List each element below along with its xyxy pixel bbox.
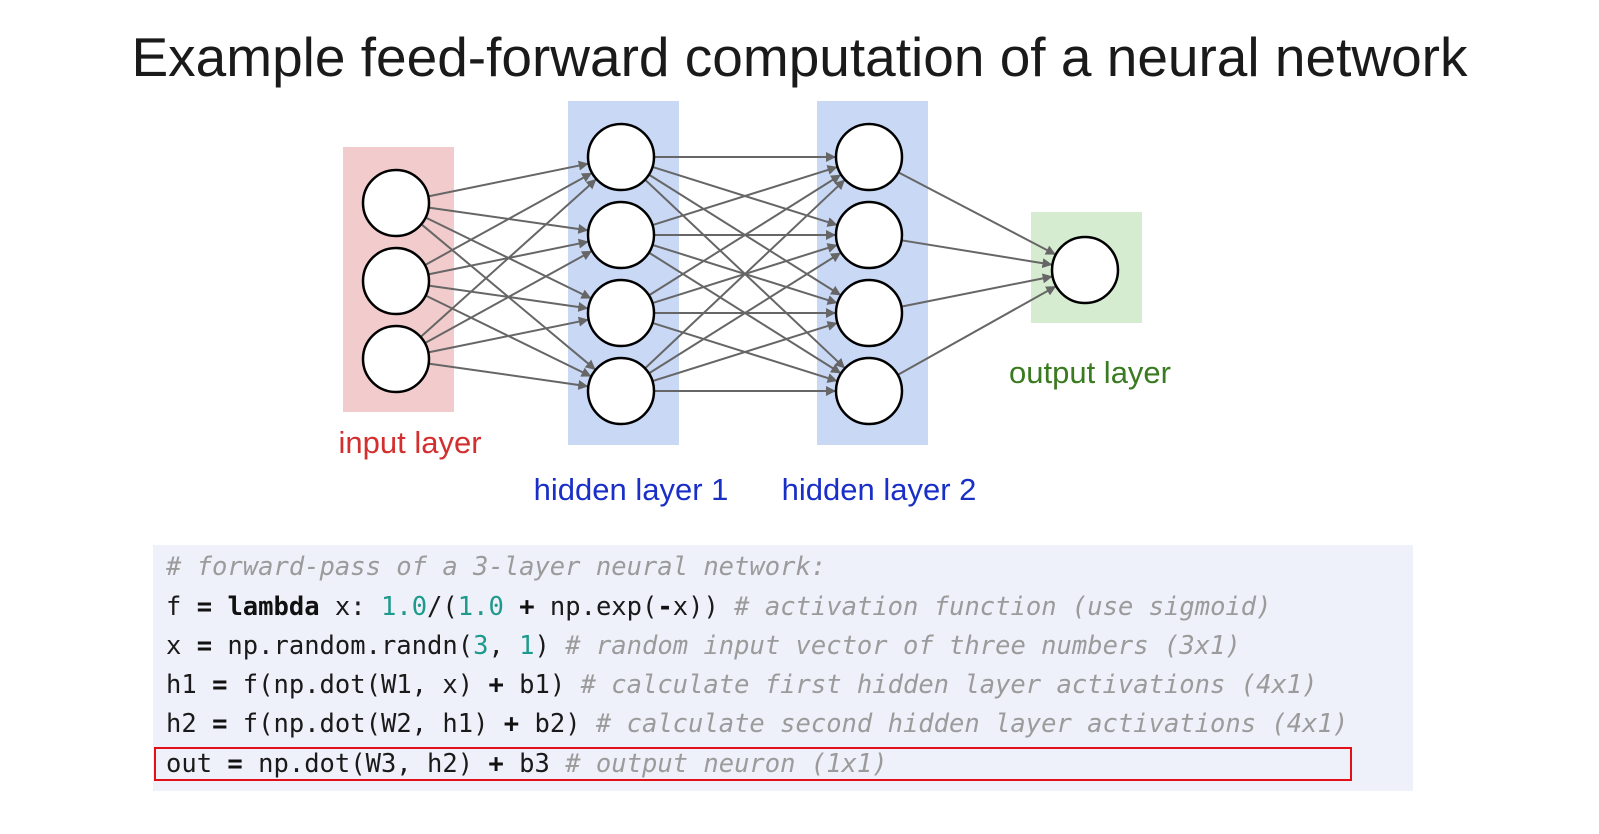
- code-operator: +: [488, 749, 504, 779]
- highlight-box: [154, 747, 1352, 781]
- connection-arrow: [901, 239, 1053, 269]
- hidden-layer-2-label: hidden layer 2: [782, 472, 977, 507]
- connection-arrow: [901, 273, 1053, 308]
- code-token: /(: [427, 592, 458, 622]
- code-comment: # random input vector of three numbers (…: [565, 631, 1241, 661]
- neuron-node: [586, 278, 656, 348]
- connection-arrow: [424, 172, 593, 266]
- code-token: np.exp(: [534, 592, 658, 622]
- connection-arrow: [428, 316, 589, 354]
- code-token: x:: [319, 592, 381, 622]
- output-layer-label: output layer: [1009, 355, 1171, 390]
- code-token: b2): [519, 709, 596, 739]
- connection-arrow: [648, 252, 842, 375]
- code-comment: # calculate first hidden layer activatio…: [580, 670, 1318, 700]
- neuron-node: [586, 200, 656, 270]
- neuron-node: [361, 324, 431, 394]
- neuron-node: [834, 200, 904, 270]
- neuron-node: [834, 356, 904, 426]
- code-number: 1.0: [457, 592, 504, 622]
- code-token: ): [534, 631, 566, 661]
- neuron-node: [1050, 235, 1120, 305]
- connection-arrow: [428, 362, 589, 390]
- code-token: f: [166, 592, 182, 622]
- code-line-6: out = np.dot(W3, h2) + b3 # output neuro…: [166, 748, 888, 780]
- neuron-node: [586, 122, 656, 192]
- code-line-5: h2 = f(np.dot(W2, h1) + b2) # calculate …: [166, 708, 1348, 740]
- code-comment: # output neuron (1x1): [565, 749, 888, 779]
- code-operator: -: [657, 592, 673, 622]
- code-operator: =: [196, 631, 213, 661]
- code-block: # forward-pass of a 3-layer neural netwo…: [153, 545, 1413, 791]
- slide-title: Example feed-forward computation of a ne…: [131, 26, 1468, 88]
- code-comment: # calculate second hidden layer activati…: [595, 709, 1349, 739]
- connection-arrow: [419, 178, 597, 338]
- code-operator: =: [212, 670, 228, 700]
- connection-arrow: [897, 171, 1056, 256]
- code-operator: +: [519, 592, 535, 622]
- code-number: 1.0: [380, 592, 428, 622]
- code-token: np.dot(W3, h2): [242, 749, 489, 779]
- neuron-node: [586, 356, 656, 426]
- code-line-3: x = np.random.randn(3, 1) # random input…: [166, 630, 1241, 662]
- code-token: ,: [488, 631, 520, 661]
- code-comment: # activation function (use sigmoid): [734, 592, 1272, 622]
- neural-network-diagram: input layer hidden layer 1 hidden layer 2 o…: [338, 101, 1171, 507]
- code-line-2: f = lambda x: 1.0/(1.0 + np.exp(-x)) # a…: [166, 591, 1272, 623]
- connection-arrow: [644, 179, 846, 370]
- neuron-node: [834, 122, 904, 192]
- code-token: f(np.dot(W1, x): [227, 670, 489, 700]
- code-token: f(np.dot(W2, h1): [227, 709, 504, 739]
- neuron-node: [361, 168, 431, 238]
- code-operator: +: [503, 709, 520, 739]
- code-keyword: lambda: [227, 592, 320, 622]
- code-token: x: [166, 631, 182, 661]
- connection-arrow: [897, 285, 1057, 376]
- hidden-layer-1-label: hidden layer 1: [534, 472, 729, 507]
- connection-arrow: [652, 165, 838, 227]
- connection-arrow: [428, 160, 589, 198]
- code-line-1: # forward-pass of a 3-layer neural netwo…: [166, 551, 826, 583]
- neuron-node: [361, 246, 431, 316]
- code-number: 1: [519, 631, 535, 661]
- code-line-4: h1 = f(np.dot(W1, x) + b1) # calculate f…: [166, 669, 1317, 701]
- code-token: h2: [166, 709, 197, 739]
- code-operator: =: [196, 592, 213, 622]
- code-operator: =: [212, 709, 228, 739]
- neuron-node: [834, 278, 904, 348]
- code-token: h1: [166, 670, 197, 700]
- code-comment: # forward-pass of a 3-layer neural netwo…: [166, 552, 827, 582]
- code-token: x)): [672, 592, 735, 622]
- code-operator: +: [488, 670, 504, 700]
- code-operator: =: [227, 749, 243, 779]
- connection-arrow: [648, 174, 842, 297]
- code-token: out: [166, 749, 213, 779]
- connection-arrow: [424, 250, 593, 344]
- connection-arrow: [652, 321, 838, 383]
- code-number: 3: [473, 631, 489, 661]
- input-layer-label: input layer: [338, 425, 481, 460]
- code-token: np.random.randn(: [212, 631, 474, 661]
- code-token: b1): [503, 670, 581, 700]
- code-token: b3: [503, 749, 566, 779]
